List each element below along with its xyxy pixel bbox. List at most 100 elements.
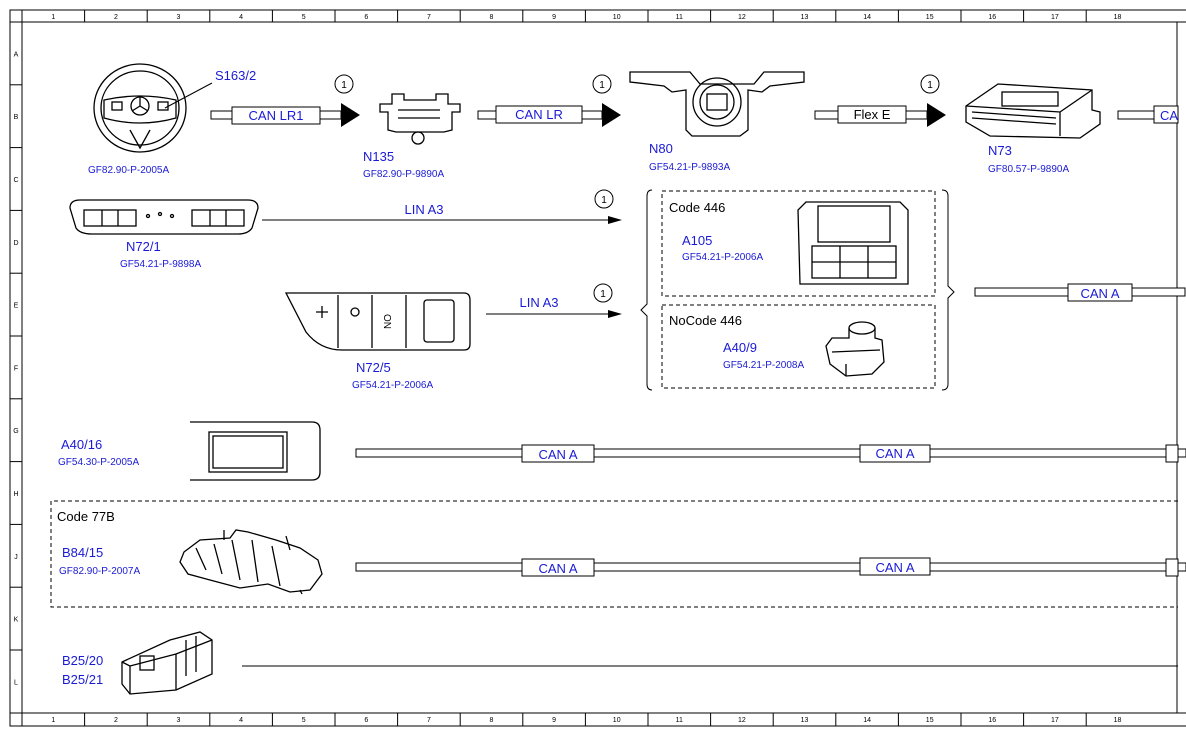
- svg-text:1: 1: [600, 289, 606, 300]
- controller-knob-icon: [825, 321, 885, 377]
- switch-on-text: ON: [381, 314, 392, 329]
- flex-e-connection: Flex E: [814, 103, 946, 127]
- grid-column-label: 1: [51, 717, 55, 724]
- can-a-j-connection: CAN A CAN A: [355, 557, 1186, 577]
- grid-column-label: 3: [177, 14, 181, 21]
- code-77b-title: Code 77B: [57, 509, 115, 524]
- svg-text:1: 1: [601, 195, 607, 206]
- grid-column-label: 16: [988, 14, 996, 21]
- marker-circle: 1: [594, 189, 614, 209]
- grid-row-label: F: [14, 365, 18, 372]
- can-a-right-label: CAN A: [1080, 286, 1119, 301]
- n73-doc: GF80.57-P-9890A: [988, 164, 1069, 175]
- grid-column-label: 12: [738, 717, 746, 724]
- n80-label: N80: [649, 141, 673, 156]
- grid-column-label: 11: [676, 14, 683, 21]
- grid-column-label: 6: [364, 14, 368, 21]
- overhead-control-panel-icon: [69, 199, 259, 235]
- grid-column-label: 3: [177, 717, 181, 724]
- n72-1-doc: GF54.21-P-9898A: [120, 259, 201, 270]
- grid-column-label: 14: [863, 717, 871, 724]
- n135-label: N135: [363, 149, 394, 164]
- marker-circle: 1: [920, 74, 940, 94]
- steering-wheel-icon: [93, 63, 187, 153]
- code-446-box: [661, 190, 936, 297]
- grid-column-label: 18: [1114, 717, 1122, 724]
- grid-column-label: 1: [51, 14, 55, 21]
- grid-column-label: 10: [613, 14, 621, 21]
- grid-column-label: 15: [926, 14, 934, 21]
- grid-column-label: 5: [302, 717, 306, 724]
- ezs-control-unit-icon: [965, 83, 1101, 139]
- no-code-446-box: [661, 304, 936, 389]
- marker-circle: 1: [592, 74, 612, 94]
- a105-doc: GF54.21-P-2006A: [682, 252, 763, 263]
- svg-text:1: 1: [599, 80, 605, 91]
- grid-column-label: 13: [801, 717, 809, 724]
- b84-15-doc: GF82.90-P-2007A: [59, 566, 140, 577]
- a40-16-label: A40/16: [61, 437, 102, 452]
- grid-column-label: 2: [114, 14, 118, 21]
- a40-16-doc: GF54.30-P-2005A: [58, 457, 139, 468]
- grid-column-label: 4: [239, 14, 243, 21]
- grid-row-label: J: [14, 554, 18, 561]
- s163-2-label: S163/2: [215, 68, 256, 83]
- grid-column-label: 10: [613, 717, 621, 724]
- grid-column-label: 7: [427, 717, 431, 724]
- grid-column-label: 17: [1051, 717, 1059, 724]
- can-lr1-label: CAN LR1: [249, 108, 304, 123]
- lin-a3-top-connection: LIN A3: [262, 202, 622, 224]
- can-a-right-connection: CAN A: [974, 283, 1186, 302]
- touchpad-icon: [797, 201, 909, 285]
- n73-label: N73: [988, 143, 1012, 158]
- grid-column-label: 6: [364, 717, 368, 724]
- can-a-j2-label: CAN A: [875, 560, 914, 575]
- lin-a3-top-label: LIN A3: [404, 202, 443, 217]
- svg-text:1: 1: [341, 80, 347, 91]
- can-lr-label: CAN LR: [515, 107, 563, 122]
- lin-a3-mid-connection: LIN A3: [486, 295, 622, 318]
- n80-doc: GF54.21-P-9893A: [649, 162, 730, 173]
- can-a-j1-label: CAN A: [538, 561, 577, 576]
- can-lr-connection: CAN LR: [477, 103, 621, 127]
- marker-circle: 1: [593, 283, 613, 303]
- grid-row-label: B: [14, 114, 19, 121]
- marker-circle: 1: [334, 74, 354, 94]
- grid-column-label: 9: [552, 717, 556, 724]
- n135-doc: GF82.90-P-9890A: [363, 169, 444, 180]
- grid-row-label: E: [14, 303, 19, 310]
- can-a-g2-label: CAN A: [875, 446, 914, 461]
- n72-1-label: N72/1: [126, 239, 161, 254]
- diagram-frame: [9, 9, 1186, 727]
- grid-column-label: 4: [239, 717, 243, 724]
- n72-5-label: N72/5: [356, 360, 391, 375]
- grid-row-label: D: [13, 240, 18, 247]
- sensor-bracket-icon: [121, 631, 213, 695]
- grid-column-label: 8: [490, 717, 494, 724]
- grid-column-label: 9: [552, 14, 556, 21]
- grid-row-label: H: [13, 491, 18, 498]
- camera-bracket-icon: [179, 529, 323, 595]
- a40-9-doc: GF54.21-P-2008A: [723, 360, 804, 371]
- grid-column-label: 16: [988, 717, 996, 724]
- b84-15-label: B84/15: [62, 545, 103, 560]
- a40-9-label: A40/9: [723, 340, 757, 355]
- ca-label: CA: [1160, 108, 1178, 123]
- grid-column-label: 12: [738, 14, 746, 21]
- grid-column-label: 7: [427, 14, 431, 21]
- grid-column-label: 15: [926, 717, 934, 724]
- grid-row-label: K: [14, 617, 19, 624]
- grid-row-label: A: [14, 51, 19, 58]
- s163-2-doc: GF82.90-P-2005A: [88, 165, 169, 176]
- grid-row-label: L: [14, 679, 18, 686]
- no-code-446-title: NoCode 446: [669, 313, 742, 328]
- grid-column-label: 8: [490, 14, 494, 21]
- steering-column-module-icon: [629, 71, 805, 137]
- can-lr1-connection: CAN LR1: [210, 103, 360, 127]
- ca-connection: CA: [1117, 105, 1179, 124]
- can-a-g-connection: CAN A CAN A: [355, 444, 1186, 463]
- display-icon: [190, 421, 321, 481]
- grid-column-label: 2: [114, 717, 118, 724]
- code-77b-box: [50, 500, 1178, 608]
